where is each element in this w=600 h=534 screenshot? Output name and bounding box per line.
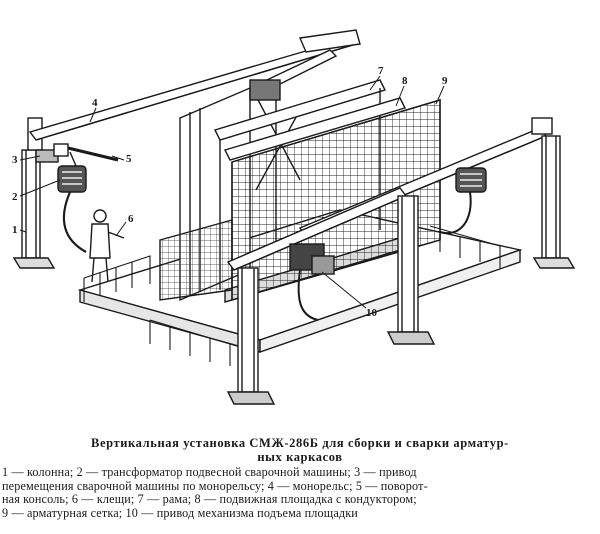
callout-leaders bbox=[19, 75, 445, 309]
front-column-left bbox=[226, 267, 276, 405]
rotating-console bbox=[67, 146, 119, 167]
legend-line-4: 9 — арматурная сетка; 10 — привод механи… bbox=[2, 505, 358, 520]
caption-title-line-1: Вертикальная установка СМЖ-286Б для сбор… bbox=[91, 436, 509, 450]
figure-legend: 1 — колонна; 2 — трансформатор подвесной… bbox=[2, 465, 598, 520]
callout-3: 3 bbox=[12, 154, 18, 166]
callout-8: 8 bbox=[402, 75, 408, 87]
lift-drive bbox=[289, 243, 335, 321]
callout-2: 2 bbox=[12, 191, 18, 203]
callout-5: 5 bbox=[126, 153, 132, 165]
callout-7: 7 bbox=[378, 65, 384, 77]
front-column-right bbox=[386, 195, 436, 345]
caption-title-line-2: ных каркасов bbox=[257, 450, 343, 464]
callout-1: 1 bbox=[12, 224, 18, 236]
callout-10: 10 bbox=[366, 307, 378, 319]
monorail-drive bbox=[35, 143, 69, 163]
left-column bbox=[12, 117, 56, 269]
legend-line-3: ная консоль; 6 — клещи; 7 — рама; 8 — по… bbox=[2, 492, 417, 506]
equipment-illustration: 1 2 3 4 5 6 7 8 9 10 bbox=[12, 29, 576, 405]
left-transformer bbox=[57, 165, 87, 253]
callout-9: 9 bbox=[442, 75, 448, 87]
right-column bbox=[532, 135, 576, 269]
callout-4: 4 bbox=[92, 97, 98, 109]
figure-caption-title: Вертикальная установка СМЖ-286Б для сбор… bbox=[0, 436, 600, 464]
worker-figure bbox=[89, 209, 125, 283]
callout-6: 6 bbox=[128, 213, 134, 225]
legend-line-1: 1 — колонна; 2 — трансформатор подвесной… bbox=[2, 465, 417, 479]
legend-line-2: перемещения сварочной машины по монорель… bbox=[2, 478, 428, 493]
monorail bbox=[28, 29, 361, 141]
right-transformer bbox=[439, 167, 487, 235]
reinforcement-mesh bbox=[159, 99, 441, 301]
